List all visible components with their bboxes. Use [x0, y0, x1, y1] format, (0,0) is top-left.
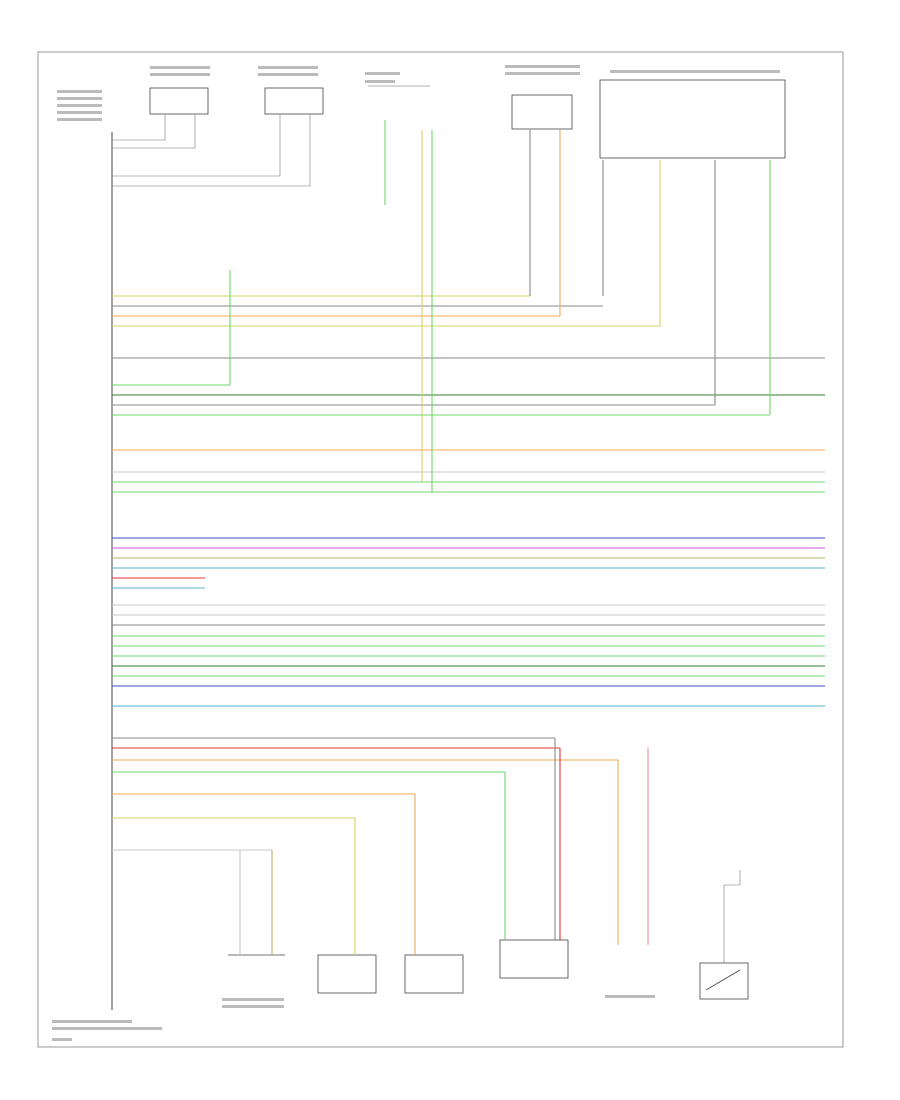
diagram-frame: [37, 51, 844, 1048]
component-bottom-3: [404, 954, 464, 994]
wire-black-3: [112, 114, 281, 177]
sensor-upper-left-1: [149, 66, 210, 115]
wire-black-4: [112, 114, 311, 187]
component-bottom-4: [499, 939, 569, 979]
control-module-label-block: [52, 1020, 162, 1041]
vertical-wire-layer: [229, 120, 771, 955]
wire-switch-ground: [723, 870, 741, 963]
component-bottom-5: [605, 995, 655, 998]
wire-layer: [112, 295, 825, 851]
left-module-header-block: [57, 90, 102, 121]
component-bottom-1: [222, 954, 285, 1008]
relay-block-top-right: [599, 70, 786, 159]
wire-black-1: [112, 114, 166, 141]
switch-bottom-right: [699, 962, 749, 1000]
component-bottom-2: [317, 954, 377, 994]
fuse-block-top-center: [365, 72, 430, 87]
sensor-top-center: [505, 65, 580, 130]
wire-black-2: [112, 114, 196, 149]
sensor-upper-left-2: [258, 66, 324, 115]
